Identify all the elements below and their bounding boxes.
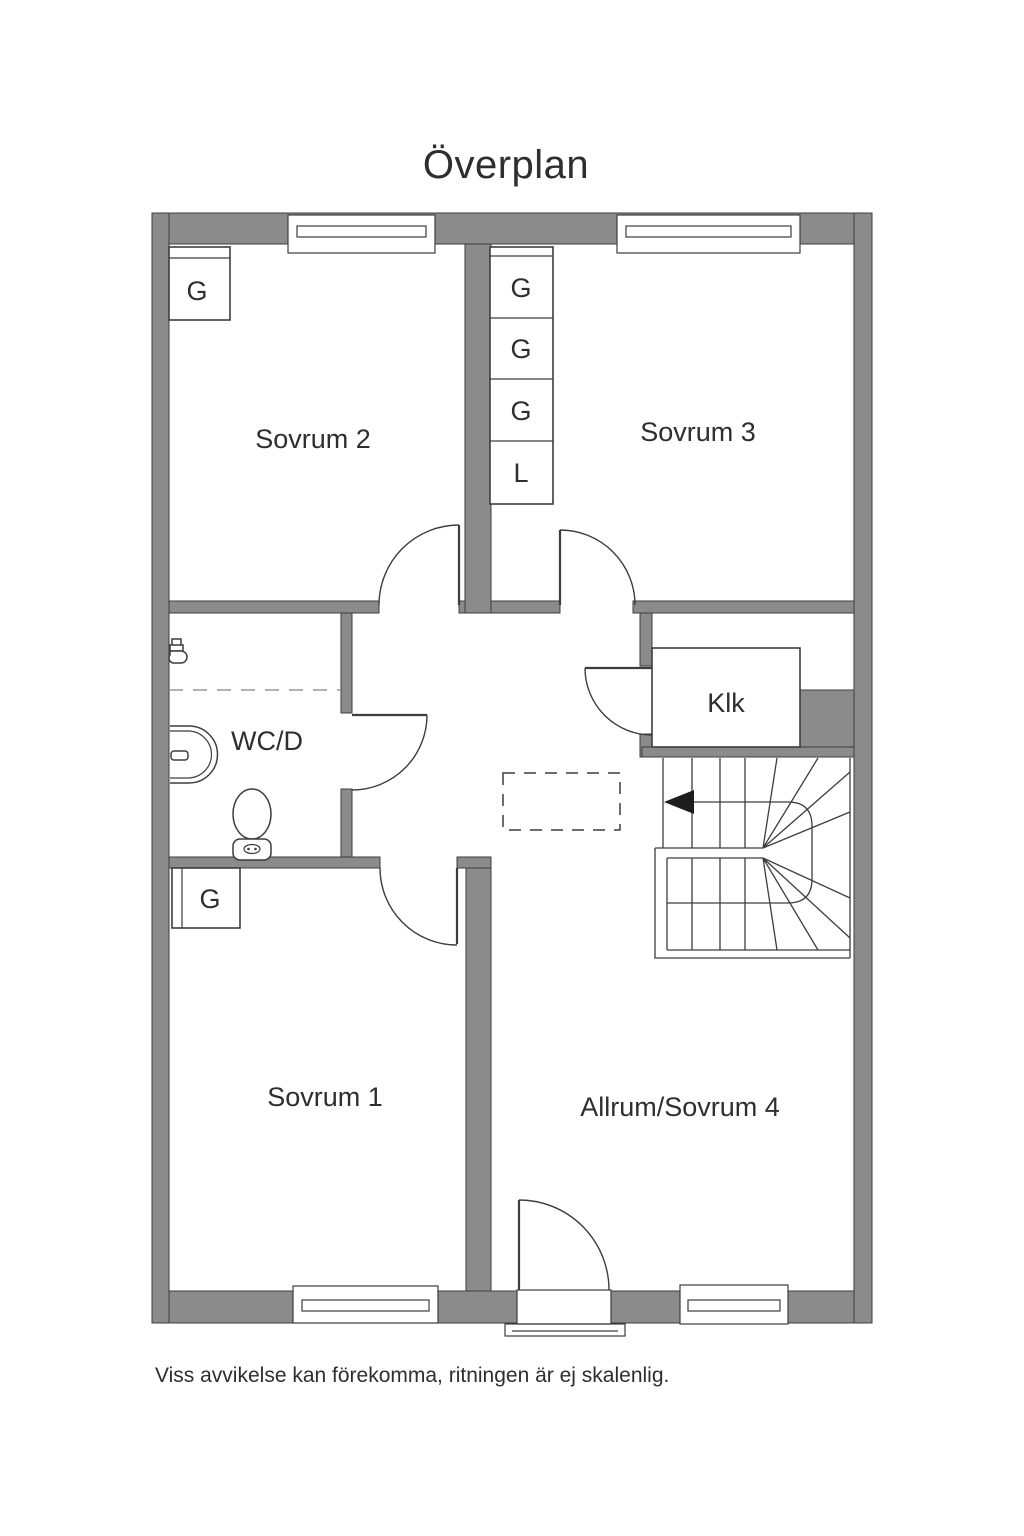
door-sovrum1: [379, 867, 459, 946]
toilet: [232, 788, 272, 861]
sink: [170, 725, 219, 784]
closet-l-label: L: [513, 458, 528, 488]
door-sovrum2: [378, 524, 461, 606]
closet-g2-label: G: [510, 334, 531, 364]
closet-g3-label: G: [510, 396, 531, 426]
door-sovrum3: [558, 529, 636, 606]
room-label-sovrum3: Sovrum 3: [640, 417, 756, 447]
closet-column-hall: G G G L: [489, 246, 554, 505]
window-sovrum1: [292, 1285, 439, 1324]
disclaimer-caption: Viss avvikelse kan förekomma, ritningen …: [155, 1364, 669, 1387]
closet-sovrum2: G: [168, 246, 231, 321]
room-label-allrum: Allrum/Sovrum 4: [580, 1092, 780, 1122]
door-wc: [351, 713, 428, 791]
klk-closet-box: [651, 647, 801, 748]
window-sovrum2: [287, 214, 436, 254]
closet-sovrum1-label: G: [199, 884, 220, 914]
staircase: [654, 757, 851, 959]
window-allrum: [679, 1284, 789, 1325]
room-label-klk: Klk: [707, 688, 745, 718]
stairs-up-arrow-icon: [664, 790, 694, 814]
room-label-sovrum2: Sovrum 2: [255, 424, 371, 454]
closet-g1-label: G: [510, 273, 531, 303]
window-sovrum3: [616, 214, 801, 254]
closet-sovrum1: G: [171, 867, 241, 929]
faucet-icon: [168, 638, 188, 664]
interior-walls: [168, 243, 855, 1292]
door-klk: [584, 666, 653, 736]
page-title: Överplan: [423, 143, 589, 187]
closet-sovrum2-label: G: [186, 276, 207, 306]
room-label-wc: WC/D: [231, 726, 303, 756]
balcony-door: [504, 1199, 626, 1337]
ceiling-hatch-dashed-outline: [502, 772, 621, 831]
room-label-sovrum1: Sovrum 1: [267, 1082, 383, 1112]
